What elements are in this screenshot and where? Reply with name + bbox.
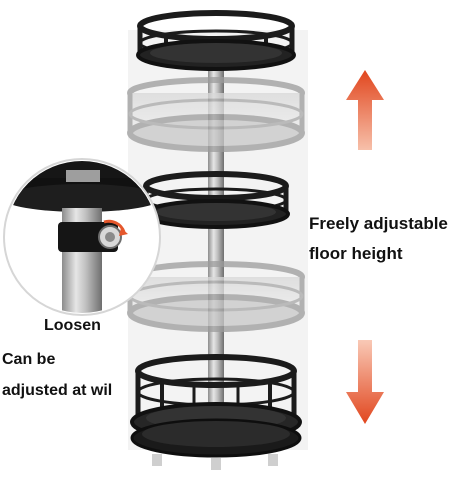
- loosen-detail-inset: [3, 158, 161, 316]
- adjusted-at-will-caption: adjusted at wil: [2, 382, 113, 399]
- foot-right: [268, 454, 278, 466]
- foot-left: [152, 454, 162, 466]
- floor-height-caption: floor height: [309, 244, 403, 263]
- rack-tier-top: [136, 10, 296, 71]
- rack-tier-bottom: [130, 354, 302, 470]
- ghost-tier-lower: [127, 261, 305, 332]
- loosen-caption: Loosen: [44, 317, 101, 334]
- foot-center: [211, 458, 221, 470]
- freely-adjustable-caption: Freely adjustable: [309, 214, 448, 233]
- ghost-tier-upper: [127, 77, 305, 152]
- can-be-caption: Can be: [2, 351, 56, 368]
- arrow-down-icon: [346, 340, 384, 424]
- arrow-up-icon: [346, 70, 384, 150]
